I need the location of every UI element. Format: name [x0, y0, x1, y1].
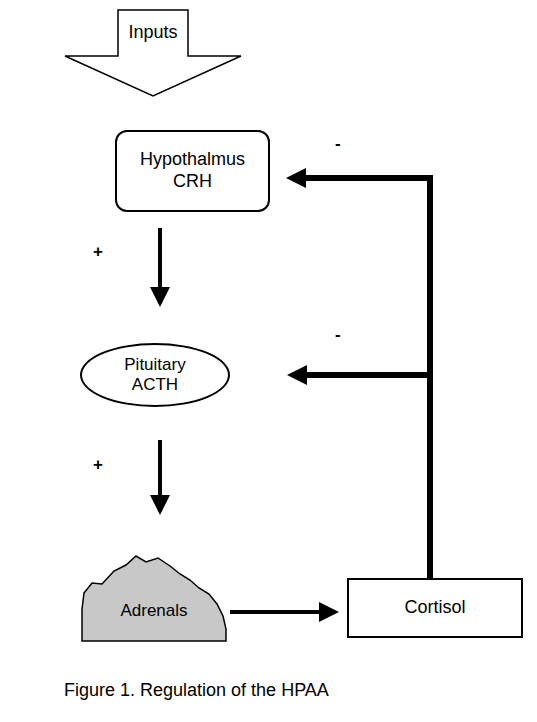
- arrow-connector: [300, 178, 430, 578]
- arrow-connector: [158, 228, 162, 293]
- sign-label: -: [335, 326, 341, 343]
- arrow-connector: [301, 375, 430, 578]
- node-outline-path: [65, 10, 241, 96]
- node-text: Hypothalmus: [140, 149, 245, 171]
- process-box: HypothalmusCRH: [115, 130, 270, 212]
- node-text: Cortisol: [404, 597, 465, 619]
- gland-shape: Adrenals: [80, 553, 228, 643]
- sign-label: +: [93, 456, 103, 473]
- node-text: Pituitary: [124, 355, 185, 375]
- node-text: Inputs: [128, 22, 177, 44]
- sign-label: -: [335, 135, 341, 152]
- process-box: Cortisol: [347, 578, 523, 638]
- node-text: ACTH: [132, 375, 178, 395]
- arrow-connector: [158, 440, 162, 501]
- node-text: Adrenals: [120, 601, 187, 621]
- node-outline: [63, 8, 243, 98]
- process-ellipse: PituitaryACTH: [80, 343, 230, 407]
- node-outline: [80, 553, 228, 643]
- node-text: CRH: [173, 171, 212, 193]
- sign-label: +: [93, 243, 103, 260]
- node-outline-path: [82, 556, 226, 641]
- input-arrow: Inputs: [63, 8, 243, 98]
- arrow-connector: [230, 610, 325, 614]
- figure-caption: Figure 1. Regulation of the HPAA: [64, 680, 329, 701]
